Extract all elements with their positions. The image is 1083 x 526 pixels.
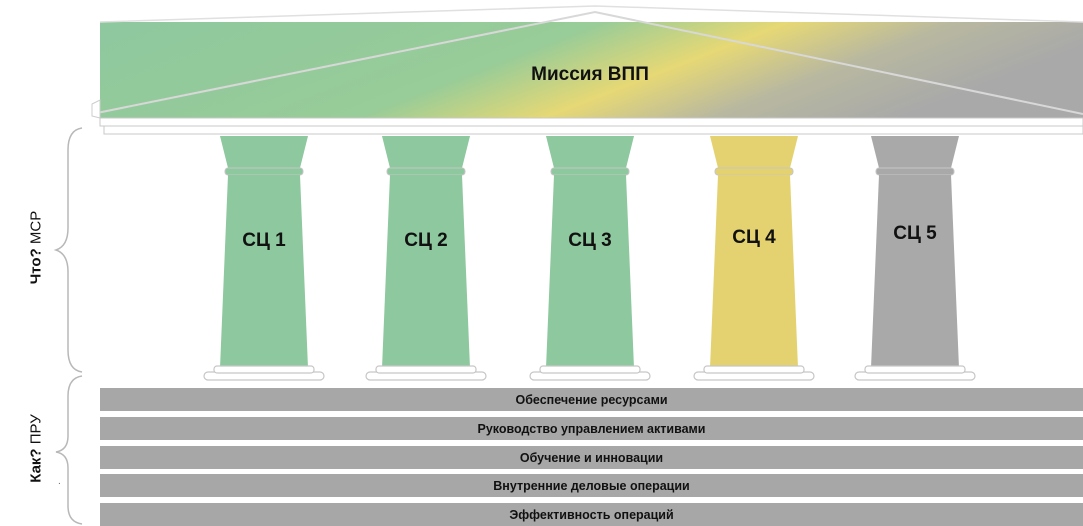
- pillar-shaft-5: [871, 175, 959, 368]
- pillar-2: [365, 136, 487, 381]
- how-answer: ПРУ: [27, 414, 45, 445]
- pillar-plinth-5: [864, 365, 966, 374]
- foundation-bands: [100, 388, 1083, 526]
- pillar-capital-5: [871, 136, 959, 168]
- pillar-ring-2: [386, 167, 466, 176]
- pillar-ring-1: [224, 167, 304, 176]
- pillar-ring-4: [714, 167, 794, 176]
- pillar-ring-3: [550, 167, 630, 176]
- foundation-label-4: Внутренние деловые операции: [493, 479, 690, 493]
- entablature: [99, 117, 1083, 135]
- foundation-label-5: Эффективность операций: [509, 508, 674, 522]
- pillar-plinth-4: [703, 365, 805, 374]
- mission-title: Миссия ВПП: [531, 64, 649, 85]
- pillar-label-5: СЦ 5: [893, 223, 937, 244]
- foundation-band-3: [100, 446, 1083, 469]
- pillar-shaft-4: [710, 175, 798, 368]
- pillar-1: [203, 136, 325, 381]
- what-brace: [53, 127, 83, 373]
- mission-roof: [91, 5, 1083, 119]
- pillar-5: [854, 136, 976, 381]
- pillar-label-3: СЦ 3: [568, 230, 612, 251]
- how-question: Как?: [27, 448, 45, 483]
- pillar-shaft-3: [546, 175, 634, 368]
- foundation-band-5: [100, 503, 1083, 526]
- what-answer: МСР: [27, 210, 45, 245]
- pillar-shaft-1: [220, 175, 308, 368]
- foundation-label-1: Обеспечение ресурсами: [515, 393, 668, 407]
- foundation-band-4: [100, 474, 1083, 497]
- pillar-plinth-1: [213, 365, 315, 374]
- pillar-label-4: СЦ 4: [732, 227, 776, 248]
- pillar-label-1: СЦ 1: [242, 230, 286, 251]
- what-side-label: Что? МСР: [28, 198, 45, 298]
- pillar-shaft-2: [382, 175, 470, 368]
- pillar-capital-2: [382, 136, 470, 168]
- pillar-3: [529, 136, 651, 381]
- pillar-capital-1: [220, 136, 308, 168]
- pillar-capital-4: [710, 136, 798, 168]
- what-question: Что?: [27, 248, 45, 285]
- foundation-label-3: Обучение и инновации: [519, 451, 664, 465]
- pillar-plinth-2: [375, 365, 477, 374]
- pillars-group: [203, 136, 976, 381]
- pillar-label-2: СЦ 2: [404, 230, 448, 251]
- pillar-ring-5: [875, 167, 955, 176]
- pillar-plinth-3: [539, 365, 641, 374]
- how-side-label: Как? ПРУ: [28, 399, 45, 499]
- decorative-dot: .: [58, 476, 61, 487]
- how-brace: [55, 375, 83, 525]
- pillar-capital-3: [546, 136, 634, 168]
- foundation-band-1: [100, 388, 1083, 411]
- pillar-4: [693, 136, 815, 381]
- foundation-label-2: Руководство управлением активами: [477, 422, 706, 436]
- foundation-band-2: [100, 417, 1083, 440]
